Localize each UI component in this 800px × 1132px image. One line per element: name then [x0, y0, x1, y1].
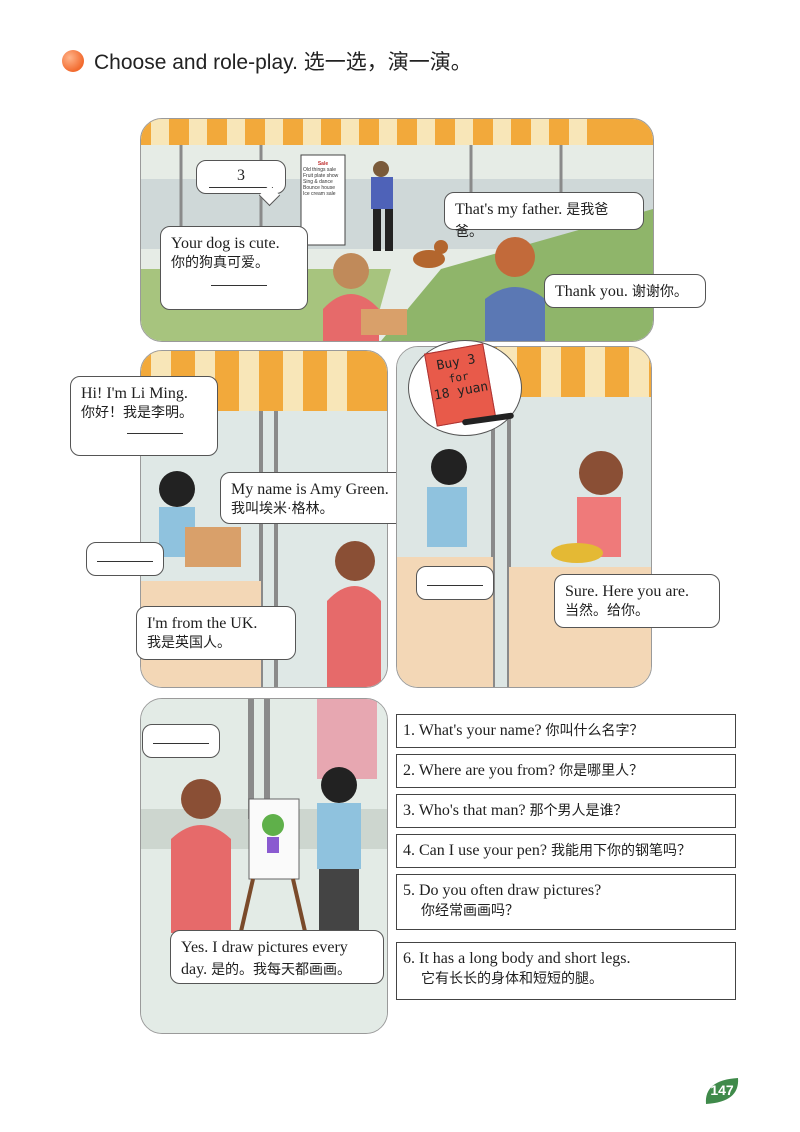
speech-bubble-blank-panel2	[86, 542, 164, 576]
sign-line: Bounce house	[303, 185, 335, 191]
choice-chinese: 你叫什么名字？	[545, 724, 644, 739]
page-number-badge: 147	[704, 1076, 740, 1106]
bubble-chinese-text: 当然。给你。	[565, 603, 649, 619]
bullet-dot-icon	[62, 50, 84, 72]
choice-item-1[interactable]: 1. What's your name? 你叫什么名字？	[396, 714, 736, 748]
speech-bubble-uk: I'm from the UK. 我是英国人。	[136, 606, 296, 660]
bubble-english-text: I'm from the UK.	[147, 615, 258, 632]
speech-bubble-hi: Hi! I'm Li Ming. 你好！我是李明。	[70, 376, 218, 456]
bubble-chinese-text: 是的。我每天都画画。	[211, 962, 352, 978]
bubble-english-text: Your dog is cute.	[171, 235, 280, 252]
bubble-english-text: Sure. Here you are.	[565, 583, 689, 600]
choice-english: 1. What's your name?	[403, 722, 542, 739]
answer-blank	[97, 561, 153, 562]
leaf-icon	[705, 1078, 739, 1104]
answer-blank	[427, 585, 483, 586]
choice-english: 3. Who's that man?	[403, 802, 526, 819]
bubble-chinese-text: 你的狗真可爱。	[171, 255, 269, 271]
choice-chinese: 它有长长的身体和短短的腿。	[421, 972, 603, 988]
speech-bubble-dog: Your dog is cute. 你的狗真可爱。	[160, 226, 308, 310]
sign-line: Ice cream sale	[303, 191, 336, 197]
choice-item-3[interactable]: 3. Who's that man? 那个男人是谁？	[396, 794, 736, 828]
bubble-chinese-text: 你好！我是李明。	[81, 405, 193, 421]
speech-bubble-blank-panel4	[142, 724, 220, 758]
bubble-english-text: Yes. I draw pictures every day.	[181, 939, 348, 978]
choice-chinese: 我能用下你的钢笔吗？	[550, 844, 691, 859]
exercise-header: Choose and role-play. 选一选，演一演。	[62, 44, 472, 78]
bubble-chinese-text: 我叫埃米·格林。	[231, 501, 334, 517]
choice-item-6[interactable]: 6. It has a long body and short legs. 它有…	[396, 942, 736, 1000]
choice-chinese: 那个男人是谁？	[529, 804, 628, 819]
speech-bubble-name: My name is Amy Green. 我叫埃米·格林。	[220, 472, 414, 524]
choice-english: 5. Do you often draw pictures?	[403, 882, 602, 899]
choice-chinese: 你经常画画吗？	[421, 904, 519, 920]
speech-bubble-blank-panel3	[416, 566, 494, 600]
choice-english: 6. It has a long body and short legs.	[403, 950, 631, 967]
answer-blank	[211, 285, 267, 287]
bubble-english-text: Thank you.	[555, 283, 628, 300]
choice-item-5[interactable]: 5. Do you often draw pictures? 你经常画画吗？	[396, 874, 736, 930]
choice-item-2[interactable]: 2. Where are you from? 你是哪里人？	[396, 754, 736, 788]
bubble-chinese-text: 谢谢你。	[631, 285, 688, 300]
choice-english: 2. Where are you from?	[403, 762, 556, 779]
speech-bubble-sure: Sure. Here you are. 当然。给你。	[554, 574, 720, 628]
event-sign-text: Sale Old things sale Fruit plate show Si…	[303, 161, 343, 197]
sign-line: Fruit plate show	[303, 173, 339, 179]
bubble-english-text: That's my father.	[455, 201, 563, 218]
speech-bubble-yes: Yes. I draw pictures every day. 是的。我每天都画…	[170, 930, 384, 984]
price-sign: Buy 3 for 18 yuan	[424, 343, 496, 427]
bubble-english-text: Hi! I'm Li Ming.	[81, 385, 188, 402]
bubble-chinese-text: 是我爸爸。	[455, 203, 609, 240]
sign-line: Old things sale	[303, 167, 337, 173]
choice-english: 4. Can I use your pen?	[403, 842, 547, 859]
choice-item-4[interactable]: 4. Can I use your pen? 我能用下你的钢笔吗？	[396, 834, 736, 868]
page-number: 147	[710, 1082, 734, 1098]
bubble-english-text: My name is Amy Green.	[231, 481, 389, 498]
sign-line: Sing & dance	[303, 179, 333, 185]
answer-blank	[153, 743, 209, 744]
answer-number: 3	[209, 165, 273, 188]
speech-bubble-thanks: Thank you. 谢谢你。	[544, 274, 706, 308]
answer-blank	[127, 433, 183, 435]
exercise-title: Choose and role-play. 选一选，演一演。	[94, 51, 472, 74]
bubble-chinese-text: 我是英国人。	[147, 635, 231, 651]
speech-bubble-father: That's my father. 是我爸爸。	[444, 192, 644, 240]
choice-chinese: 你是哪里人？	[559, 764, 644, 779]
sign-line: Sale	[317, 161, 329, 167]
